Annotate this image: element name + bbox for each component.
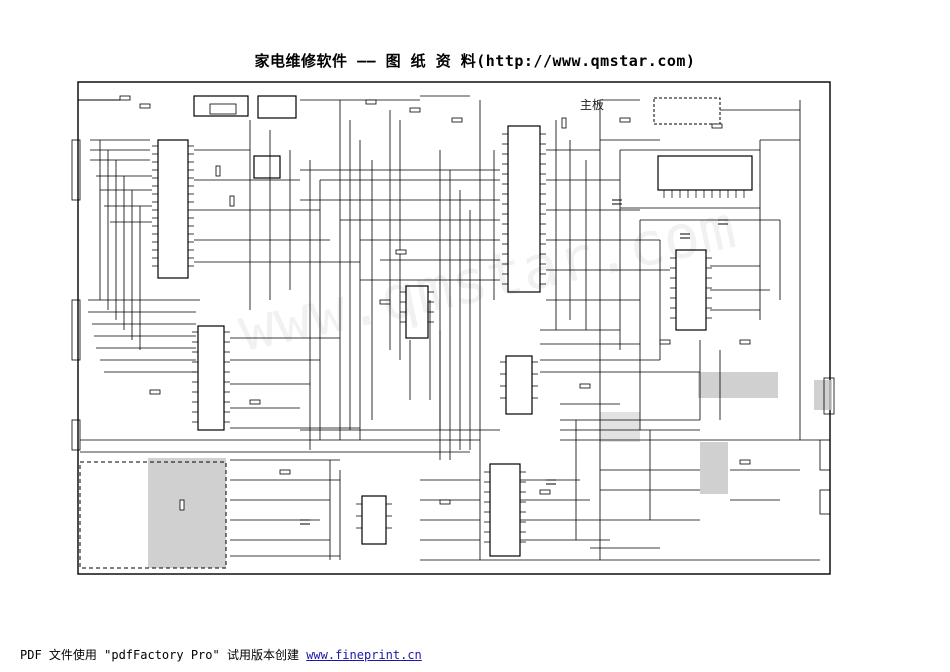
footer-text: PDF 文件使用 "pdfFactory Pro" 试用版本创建 [20, 648, 299, 662]
board-label: 主板 [580, 98, 605, 112]
ic-chip [361, 495, 387, 545]
shaded-region [148, 458, 226, 568]
ic-chip [257, 95, 297, 119]
shaded-region [814, 380, 832, 410]
shaded-region [698, 372, 778, 398]
ic-chip [157, 139, 189, 279]
ic-chip [197, 325, 225, 431]
ic-chip [675, 249, 707, 331]
ic-chip [507, 125, 541, 293]
page-title: 家电维修软件 —— 图 纸 资 料(http://www.qmstar.com) [254, 52, 696, 70]
ic-chip [253, 155, 281, 179]
ic-chip [657, 155, 753, 191]
shaded-region [600, 412, 640, 442]
shaded-region [700, 442, 728, 494]
ic-chip [193, 95, 249, 117]
ic-chip [505, 355, 533, 415]
footer-link[interactable]: www.fineprint.cn [306, 648, 422, 662]
ic-chip [489, 463, 521, 557]
footer: PDF 文件使用 "pdfFactory Pro" 试用版本创建 www.fin… [20, 646, 422, 663]
